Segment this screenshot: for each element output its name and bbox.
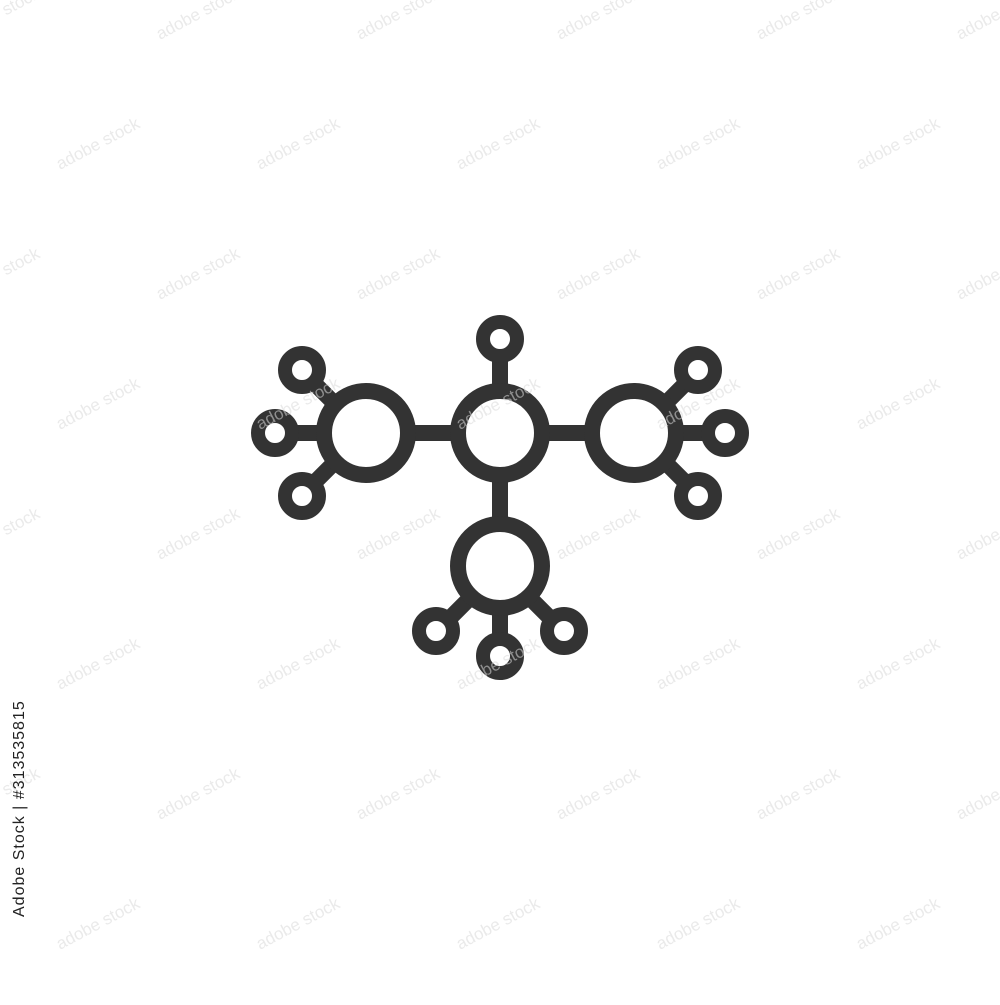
hub-node-bottom (450, 516, 550, 616)
hub-node-center (450, 383, 550, 483)
hub-node-left (316, 383, 416, 483)
leaf-node-left-upper (278, 346, 326, 394)
connector-bottom-right-leaf (524, 592, 556, 624)
connector-bottom-left-leaf (444, 592, 476, 624)
leaf-node-bottom-middle (476, 632, 524, 680)
leaf-node-right-lower (674, 472, 722, 520)
leaf-node-bottom-left (412, 607, 460, 655)
hub-node-right (584, 383, 684, 483)
stock-id-number: 313535815 (11, 700, 28, 790)
leaf-node-right-middle (701, 409, 749, 457)
leaf-node-left-lower (278, 472, 326, 520)
leaf-node-left-middle (251, 409, 299, 457)
stock-id-label: Adobe Stock | #313535815 (11, 700, 31, 917)
hub-nodes (316, 383, 684, 616)
leaf-node-top (476, 315, 524, 363)
leaf-node-right-upper (674, 346, 722, 394)
leaf-nodes (251, 315, 749, 680)
stock-id-prefix: Adobe Stock | # (11, 789, 28, 917)
leaf-node-bottom-right (540, 607, 588, 655)
